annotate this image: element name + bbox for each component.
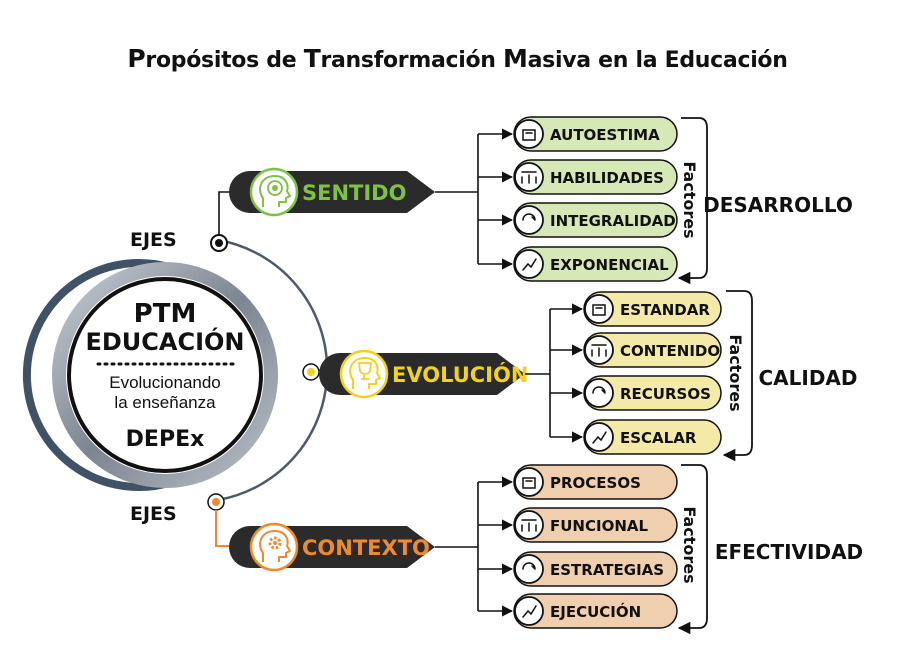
factor-pill: ESCALAR — [550, 419, 722, 455]
axis-badge-sentido: SENTIDO — [229, 167, 435, 217]
factor-label: EJECUCIÓN — [550, 602, 641, 621]
center-line-4: la enseñanza — [114, 393, 216, 412]
factor-label: PROCESOS — [550, 474, 641, 492]
factor-icon — [584, 378, 614, 408]
factor-pill: AUTOESTIMA — [478, 116, 678, 152]
factor-label: HABILIDADES — [550, 169, 664, 187]
title-part: Propósitos de — [127, 44, 304, 73]
trophy-head-icon — [339, 349, 389, 399]
factor-label: ESTRATEGIAS — [550, 561, 664, 579]
factor-icon — [514, 596, 544, 626]
group-label-evolucion: CALIDAD — [758, 366, 857, 390]
center-circle — [67, 277, 263, 473]
factor-label: CONTENIDO — [620, 342, 720, 360]
target-head-icon — [249, 167, 299, 217]
center-ring — [52, 262, 278, 488]
axis-badge-evolucion: EVOLUCIÓN — [319, 349, 528, 399]
node-dot-evolucion-core — [307, 368, 315, 376]
factor-icon — [584, 335, 614, 365]
factor-icon — [584, 294, 614, 324]
factor-pill: ESTANDAR — [550, 291, 722, 327]
factor-icon — [514, 510, 544, 540]
gear-head-icon — [249, 522, 299, 572]
axis-label-contexto: CONTEXTO — [302, 536, 430, 560]
factor-pill: PROCESOS — [478, 464, 678, 500]
ejes-label-top: EJES — [130, 229, 177, 251]
factors-vertical-label: Factores — [726, 334, 745, 411]
factor-label: ESTANDAR — [620, 301, 710, 319]
node-dot-contexto-core — [212, 498, 220, 506]
ring-dark-segment — [22, 259, 174, 491]
factors-brace — [677, 117, 708, 285]
axis-group-contexto: CONTEXTO PROCESOS FUNCIONAL ESTRATEGIAS EJEC… — [229, 464, 863, 635]
center-line-2: EDUCACIÓN — [85, 326, 244, 356]
factors-brace — [677, 464, 708, 635]
factor-icon — [514, 205, 544, 235]
axis-label-sentido: SENTIDO — [302, 181, 406, 205]
axis-group-sentido: SENTIDO AUTOESTIMA HABILIDADES INTEGRALIDAD… — [229, 116, 853, 285]
axis-badge-contexto: CONTEXTO — [229, 522, 435, 572]
factor-label: INTEGRALIDAD — [550, 212, 676, 230]
ejes-label-bottom: EJES — [130, 503, 177, 525]
center-line-5: DEPEx — [126, 427, 205, 452]
title-part: Masiva en la Educación — [503, 44, 788, 73]
axis-group-evolucion: EVOLUCIÓN ESTANDAR CONTENIDO RECURSOS ESCALA… — [319, 290, 858, 462]
axis-label-evolucion: EVOLUCIÓN — [392, 362, 528, 387]
center-line-3: Evolucionando — [109, 373, 221, 392]
factors-brace — [722, 290, 753, 462]
factor-label: EXPONENCIAL — [550, 256, 669, 274]
factor-pill: HABILIDADES — [478, 159, 678, 195]
title-part: Transformación — [303, 44, 504, 73]
factors-vertical-label: Factores — [680, 506, 699, 583]
group-label-contexto: EFECTIVIDAD — [715, 540, 863, 564]
group-label-sentido: DESARROLLO — [703, 193, 853, 217]
factor-icon — [514, 119, 544, 149]
factor-label: ESCALAR — [620, 429, 697, 447]
factor-pill: INTEGRALIDAD — [478, 202, 678, 238]
factor-label: RECURSOS — [620, 385, 711, 403]
diagram-title: Propósitos de Transformación Masiva en l… — [0, 44, 915, 73]
factor-pill: CONTENIDO — [550, 332, 722, 368]
factor-label: AUTOESTIMA — [550, 126, 660, 144]
factor-pill: EJECUCIÓN — [478, 593, 678, 629]
factor-icon — [514, 249, 544, 279]
factor-icon — [514, 554, 544, 584]
factor-icon — [514, 162, 544, 192]
factor-icon — [584, 422, 614, 452]
center-line-1: PTM — [134, 299, 197, 329]
factors-vertical-label: Factores — [680, 161, 699, 238]
factor-pill: ESTRATEGIAS — [478, 551, 678, 587]
node-dot-sentido-core — [215, 239, 223, 247]
factor-pill: EXPONENCIAL — [478, 246, 678, 282]
factor-pill: FUNCIONAL — [478, 507, 678, 543]
factor-pill: RECURSOS — [550, 375, 722, 411]
factor-icon — [514, 467, 544, 497]
factor-label: FUNCIONAL — [550, 517, 648, 535]
